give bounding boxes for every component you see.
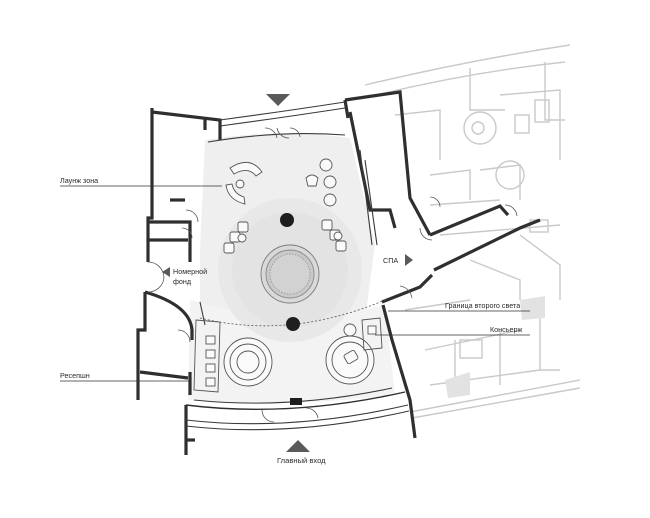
label-reception: Ресепшн xyxy=(60,371,90,380)
context-shading xyxy=(445,296,545,398)
column-entrance xyxy=(290,398,302,405)
column-north xyxy=(280,213,294,227)
context-building xyxy=(364,44,581,419)
label-main-entrance: Главный вход xyxy=(277,456,326,465)
label-second-light-border: Граница второго света xyxy=(445,301,520,310)
label-spa: СПА xyxy=(383,256,398,265)
leader-lines xyxy=(60,185,530,382)
furniture xyxy=(193,158,383,393)
label-room-fund-line1: Номерной xyxy=(173,267,207,276)
structural-columns xyxy=(280,213,302,405)
triangle-up-arrow-icon xyxy=(286,440,310,452)
triangle-left-arrow-icon xyxy=(162,267,170,277)
door-swings xyxy=(147,127,518,423)
column-south xyxy=(286,317,300,331)
label-lounge: Лаунж зона xyxy=(60,176,98,185)
label-room-fund-line2: фонд xyxy=(173,277,192,286)
triangle-right-arrow-icon xyxy=(405,254,413,266)
second-light-border-line xyxy=(199,299,386,327)
label-concierge: Консьерж xyxy=(490,325,522,334)
triangle-down-arrow-icon xyxy=(266,94,290,106)
